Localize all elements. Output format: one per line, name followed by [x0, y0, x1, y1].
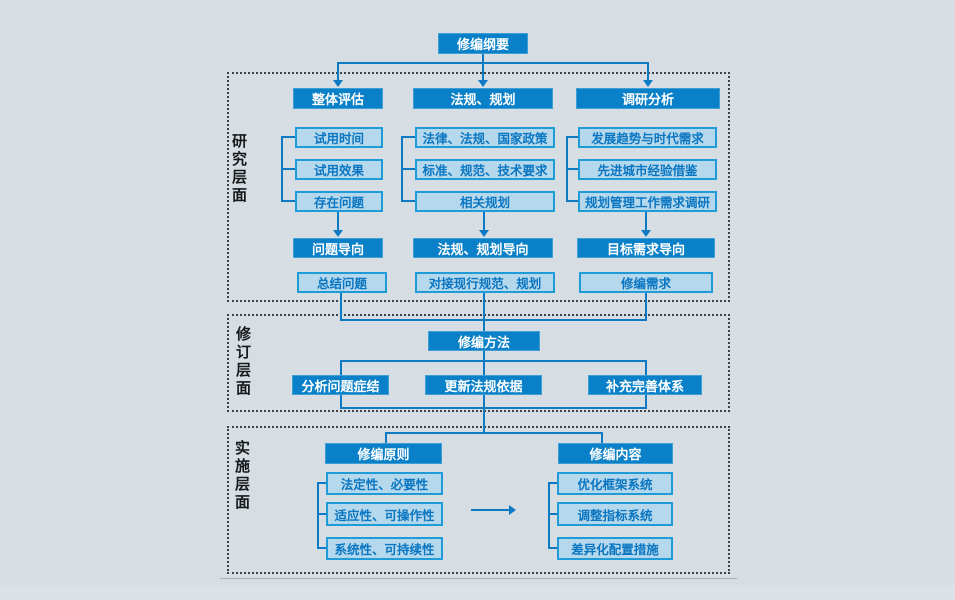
node-adjust-indicators: 调整指标系统: [557, 502, 673, 526]
connector-line: [337, 63, 339, 80]
node-research-analysis: 调研分析: [576, 88, 720, 109]
node-laws-policies: 法律、法规、国家政策: [415, 127, 555, 148]
connector-line: [483, 351, 485, 362]
connector-line: [482, 63, 484, 80]
brace-line: [281, 136, 295, 138]
connector-line: [482, 54, 484, 64]
node-improve-system: 补充完善体系: [588, 375, 702, 395]
connector-line: [471, 509, 510, 511]
connector-line: [483, 360, 485, 375]
node-city-experience: 先进城市经验借鉴: [578, 159, 717, 180]
node-revision-contents: 修编内容: [558, 443, 673, 464]
node-differentiated-measures: 差异化配置措施: [557, 537, 673, 560]
brace-line: [401, 200, 415, 202]
brace-line: [548, 513, 557, 515]
node-legality-necessity: 法定性、必要性: [326, 472, 443, 495]
revision-section-label: 修订层面: [234, 326, 251, 398]
bottom-divider: [220, 578, 737, 579]
brace-line: [317, 547, 326, 549]
node-existing-problems: 存在问题: [295, 191, 383, 212]
node-analyze-problems: 分析问题症结: [292, 375, 389, 395]
node-revision-demand: 修编需求: [579, 272, 713, 293]
node-trial-effect: 试用效果: [295, 159, 383, 180]
arrow-down-icon: [478, 80, 488, 87]
connector-line: [341, 360, 647, 362]
node-update-legal-basis: 更新法规依据: [425, 375, 542, 395]
arrow-down-icon: [641, 230, 651, 237]
connector-line: [645, 212, 647, 230]
node-optimize-framework: 优化框架系统: [557, 472, 673, 495]
connector-line: [341, 407, 647, 409]
brace-line: [317, 482, 326, 484]
node-title: 修编纲要: [438, 33, 528, 54]
brace-line: [281, 168, 295, 170]
brace-line: [317, 513, 326, 515]
connector-line: [483, 395, 485, 434]
connector-line: [647, 63, 649, 80]
connector-line: [340, 360, 342, 375]
brace-line: [401, 136, 415, 138]
connector-line: [483, 293, 485, 331]
node-adaptability-operability: 适应性、可操作性: [326, 502, 443, 526]
node-standards-requirements: 标准、规范、技术要求: [415, 159, 555, 180]
node-revision-principles: 修编原则: [325, 443, 442, 464]
connector-line: [385, 432, 387, 444]
connector-line: [601, 432, 603, 444]
connector-line: [386, 432, 603, 434]
connector-line: [340, 293, 342, 321]
node-laws-plans: 法规、规划: [413, 88, 553, 109]
implementation-section-label: 实施层面: [233, 440, 250, 512]
connector-line: [645, 293, 647, 321]
research-section-label: 研究层面: [230, 133, 247, 205]
arrow-down-icon: [479, 230, 489, 237]
connector-line: [337, 212, 339, 230]
node-overall-evaluation: 整体评估: [293, 88, 383, 109]
node-revision-method: 修编方法: [428, 331, 540, 351]
connector-line: [340, 395, 342, 409]
brace-line: [548, 547, 557, 549]
brace-line: [566, 200, 578, 202]
arrow-down-icon: [643, 80, 653, 87]
brace-line: [566, 168, 578, 170]
connector-line: [337, 62, 649, 64]
arrow-right-icon: [509, 505, 516, 515]
node-align-standards: 对接现行规范、规划: [415, 272, 555, 293]
node-summarize-problems: 总结问题: [297, 272, 387, 293]
brace-line: [401, 168, 415, 170]
arrow-down-icon: [333, 80, 343, 87]
brace-line: [566, 136, 578, 138]
brace-line: [281, 200, 295, 202]
arrow-down-icon: [333, 230, 343, 237]
research-section-frame: [227, 72, 730, 302]
node-problem-orientation: 问题导向: [293, 238, 383, 258]
node-related-plans: 相关规划: [415, 191, 555, 212]
node-development-trends: 发展趋势与时代需求: [578, 127, 717, 148]
connector-line: [340, 319, 647, 321]
implementation-section-frame: [227, 426, 730, 574]
node-systematic-sustainable: 系统性、可持续性: [326, 537, 443, 560]
connector-line: [483, 212, 485, 230]
connector-line: [645, 360, 647, 375]
node-trial-time: 试用时间: [295, 127, 383, 148]
bottom-strip: [0, 585, 955, 600]
node-goal-demand-orientation: 目标需求导向: [577, 238, 715, 258]
brace-line: [548, 482, 550, 549]
node-management-survey: 规划管理工作需求调研: [578, 191, 717, 212]
brace-line: [548, 482, 557, 484]
brace-line: [317, 482, 319, 549]
node-laws-plans-orientation: 法规、规划导向: [413, 238, 553, 258]
connector-line: [645, 395, 647, 409]
revision-section-frame: [227, 314, 730, 412]
